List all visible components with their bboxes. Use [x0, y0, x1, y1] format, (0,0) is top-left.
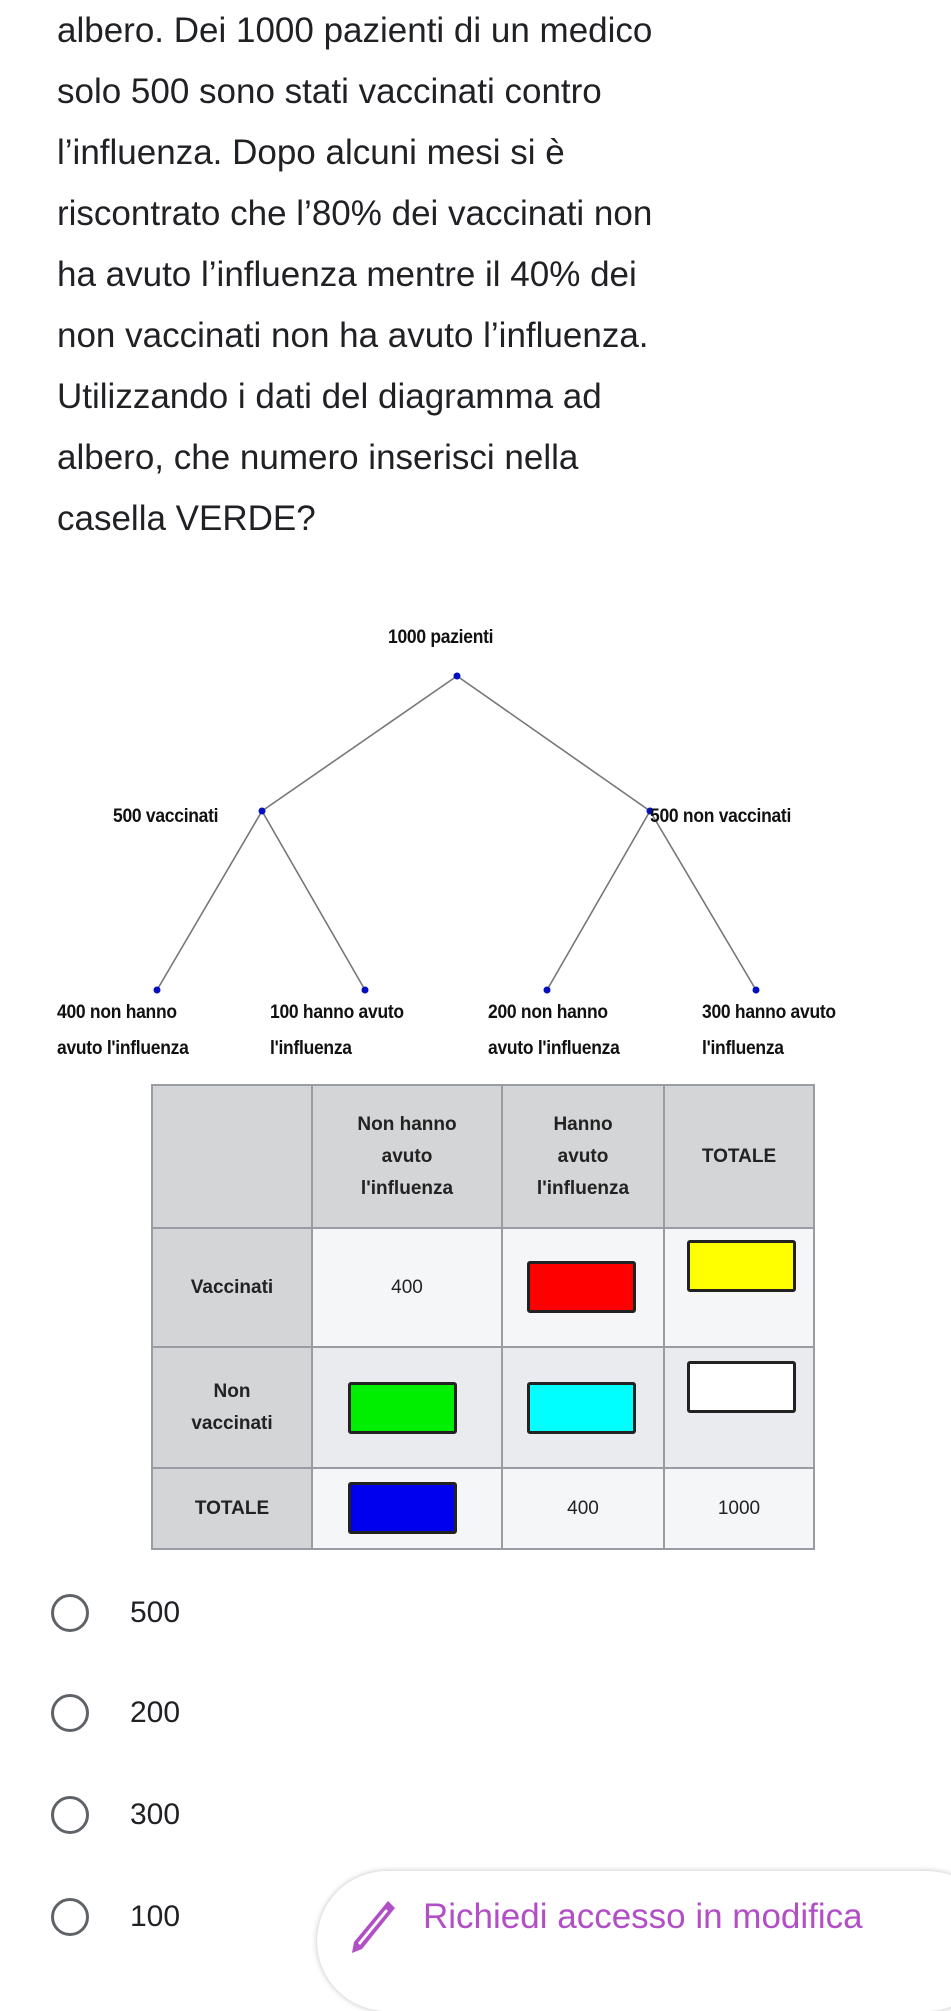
cell-value: 400 — [311, 1227, 503, 1348]
request-edit-access-label: Richiedi accesso in modifica — [423, 1897, 863, 1936]
tree-right-label: 500 non vaccinati — [650, 806, 792, 827]
question-line: non vaccinati non ha avuto l’influenza. — [57, 316, 649, 355]
question-line: albero, che numero inserisci nella — [57, 438, 579, 477]
tree-edge — [261, 675, 458, 812]
option-200[interactable]: 200 — [51, 1691, 180, 1735]
cell-yellow — [663, 1227, 815, 1348]
cell-red — [501, 1227, 665, 1348]
question-line: solo 500 sono stati vaccinati contro — [57, 72, 602, 111]
contingency-table: Non hanno avuto l'influenza Hanno avuto … — [151, 1084, 815, 1550]
white-box[interactable] — [687, 1361, 796, 1413]
cell-white — [663, 1346, 815, 1469]
pencil-icon — [352, 1901, 395, 1953]
blue-box[interactable] — [348, 1482, 457, 1534]
header-flu: Hanno avuto l'influenza — [501, 1084, 665, 1229]
question-line: albero. Dei 1000 pazienti di un medico — [57, 11, 653, 50]
cell-cyan — [501, 1346, 665, 1469]
row-label-vaccinati: Vaccinati — [151, 1227, 313, 1348]
leaf-label: l'influenza — [702, 1038, 784, 1059]
leaf-label: 200 non hanno — [488, 1002, 608, 1023]
tree-edge — [546, 810, 651, 991]
cell-value: 1000 — [663, 1467, 815, 1550]
option-100[interactable]: 100 — [51, 1895, 180, 1939]
leaf-label: avuto l'influenza — [488, 1038, 620, 1059]
tree-root-label: 1000 pazienti — [388, 627, 494, 648]
green-box[interactable] — [348, 1382, 457, 1434]
request-edit-access-button[interactable]: Richiedi accesso in modifica — [317, 1871, 951, 2011]
radio-icon[interactable] — [51, 1594, 89, 1632]
option-300[interactable]: 300 — [51, 1793, 180, 1837]
question-line: Utilizzando i dati del diagramma ad — [57, 377, 602, 416]
cell-value: 400 — [501, 1467, 665, 1550]
tree-node — [646, 807, 654, 815]
tree-diagram — [153, 672, 760, 994]
tree-node — [361, 986, 369, 994]
leaf-label: l'influenza — [270, 1038, 352, 1059]
header-total: TOTALE — [663, 1084, 815, 1229]
tree-edge — [456, 675, 651, 812]
row-label-totale: TOTALE — [151, 1467, 313, 1550]
header-empty — [151, 1084, 313, 1229]
header-no-flu: Non hanno avuto l'influenza — [311, 1084, 503, 1229]
tree-edge — [649, 810, 757, 991]
option-500[interactable]: 500 — [51, 1591, 180, 1635]
cyan-box[interactable] — [527, 1382, 636, 1434]
radio-icon[interactable] — [51, 1796, 89, 1834]
leaf-label: 400 non hanno — [57, 1002, 177, 1023]
tree-node — [752, 986, 760, 994]
tree-node — [543, 986, 551, 994]
question-line: ha avuto l’influenza mentre il 40% dei — [57, 255, 637, 294]
yellow-box[interactable] — [687, 1240, 796, 1292]
question-line: riscontrato che l’80% dei vaccinati non — [57, 194, 653, 233]
question-text: albero. Dei 1000 pazienti di un medico s… — [57, 0, 937, 549]
leaf-label: 100 hanno avuto — [270, 1002, 404, 1023]
radio-icon[interactable] — [51, 1694, 89, 1732]
question-line: casella VERDE? — [57, 499, 316, 538]
radio-icon[interactable] — [51, 1898, 89, 1936]
leaf-label: avuto l'influenza — [57, 1038, 189, 1059]
leaf-label: 300 hanno avuto — [702, 1002, 836, 1023]
tree-left-label: 500 vaccinati — [113, 806, 219, 827]
tree-node — [258, 807, 266, 815]
row-label-non-vaccinati: Non vaccinati — [151, 1346, 313, 1469]
cell-green — [311, 1346, 503, 1469]
tree-node — [153, 986, 161, 994]
tree-edge — [156, 810, 263, 991]
question-line: l’influenza. Dopo alcuni mesi si è — [57, 133, 565, 172]
tree-node — [453, 672, 461, 680]
tree-edge — [261, 810, 366, 991]
red-box[interactable] — [527, 1261, 636, 1313]
cell-blue — [311, 1467, 503, 1550]
